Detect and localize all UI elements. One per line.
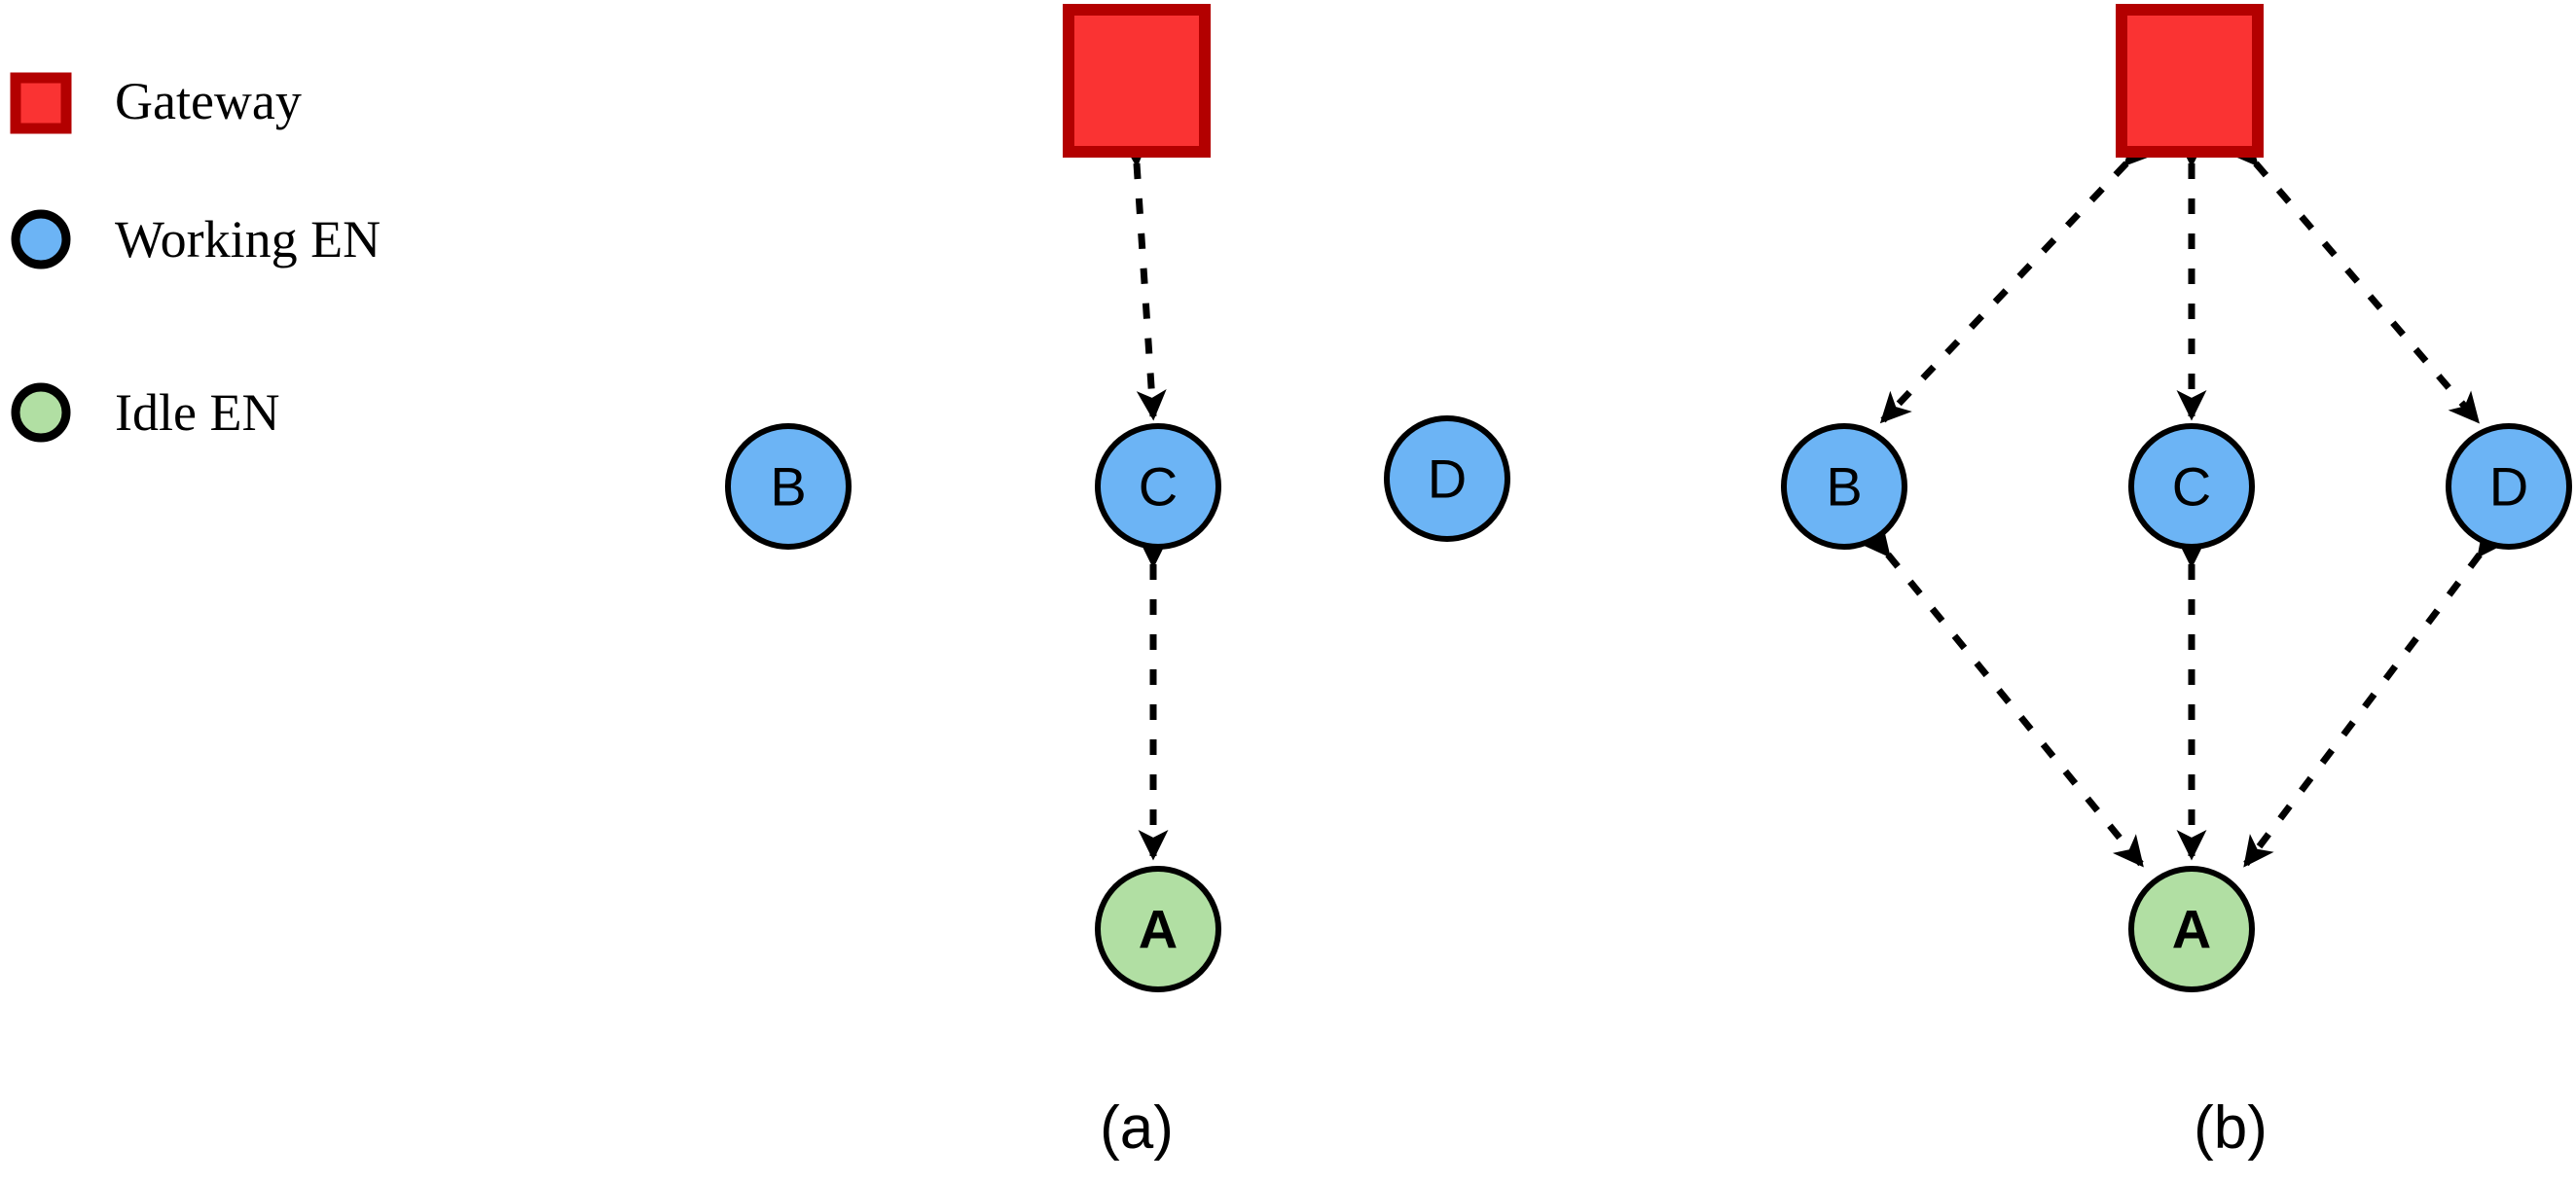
panel-a-node-C[interactable]: C bbox=[1095, 423, 1221, 550]
panel-a-edges bbox=[1119, 136, 1169, 861]
legend-gateway-square-icon bbox=[10, 72, 72, 134]
gateway-square[interactable] bbox=[2116, 4, 2264, 158]
panels: B C D A (a) B C D A (b) bbox=[725, 4, 2572, 1162]
legend-label: Idle EN bbox=[115, 383, 279, 442]
panel-b-node-C[interactable]: C bbox=[2128, 423, 2255, 550]
panel-b-node-D[interactable]: D bbox=[2446, 423, 2572, 550]
edge-gateway-to-D bbox=[2227, 133, 2480, 424]
node-circle-A[interactable] bbox=[1095, 866, 1221, 992]
edge-gateway-to-B bbox=[1879, 133, 2156, 424]
legend-item-gateway: Gateway bbox=[10, 72, 302, 134]
legend-circle-icon bbox=[11, 209, 71, 269]
node-circle-B[interactable] bbox=[1781, 423, 1907, 550]
gateway-square[interactable] bbox=[1063, 4, 1211, 158]
legend-item-working-en: Working EN bbox=[11, 209, 381, 269]
panel-b-node-B[interactable]: B bbox=[1781, 423, 1907, 550]
panel-caption-b: (b) bbox=[2194, 1094, 2268, 1162]
node-circle-D[interactable] bbox=[2446, 423, 2572, 550]
node-label-B: B bbox=[770, 456, 806, 518]
panel-caption-a: (a) bbox=[1100, 1094, 1174, 1162]
node-circle-D[interactable] bbox=[1384, 415, 1510, 542]
node-circle-C[interactable] bbox=[2128, 423, 2255, 550]
legend-label: Working EN bbox=[115, 210, 381, 269]
node-circle-A[interactable] bbox=[2128, 866, 2255, 992]
edge-D-to-A bbox=[2243, 524, 2508, 868]
node-label-A: A bbox=[1139, 899, 1178, 960]
panel-b-node-A[interactable]: A bbox=[2128, 866, 2255, 992]
node-label-B: B bbox=[1826, 456, 1862, 518]
panel-a-gateway-node[interactable] bbox=[1063, 4, 1211, 158]
legend-item-idle-en: Idle EN bbox=[11, 382, 279, 443]
node-label-D: D bbox=[1428, 448, 1467, 510]
panel-a-node-D[interactable]: D bbox=[1384, 415, 1510, 542]
panel-b-gateway-node[interactable] bbox=[2116, 4, 2264, 158]
node-label-D: D bbox=[2489, 456, 2528, 518]
node-label-C: C bbox=[2172, 456, 2211, 518]
panel-b-edges bbox=[1859, 133, 2508, 868]
node-label-A: A bbox=[2172, 899, 2211, 960]
edge-gateway-to-C bbox=[1119, 136, 1167, 421]
node-circle-B[interactable] bbox=[725, 423, 852, 550]
panel-b: B C D A (b) bbox=[1781, 4, 2572, 1162]
panel-a-node-B[interactable]: B bbox=[725, 423, 852, 550]
panel-a-node-A[interactable]: A bbox=[1095, 866, 1221, 992]
legend-circle-icon bbox=[11, 382, 71, 443]
panel-a: B C D A (a) bbox=[725, 4, 1510, 1162]
edge-B-to-A bbox=[1859, 524, 2144, 868]
node-label-C: C bbox=[1139, 456, 1178, 518]
node-circle-C[interactable] bbox=[1095, 423, 1221, 550]
legend-label: Gateway bbox=[115, 72, 302, 130]
